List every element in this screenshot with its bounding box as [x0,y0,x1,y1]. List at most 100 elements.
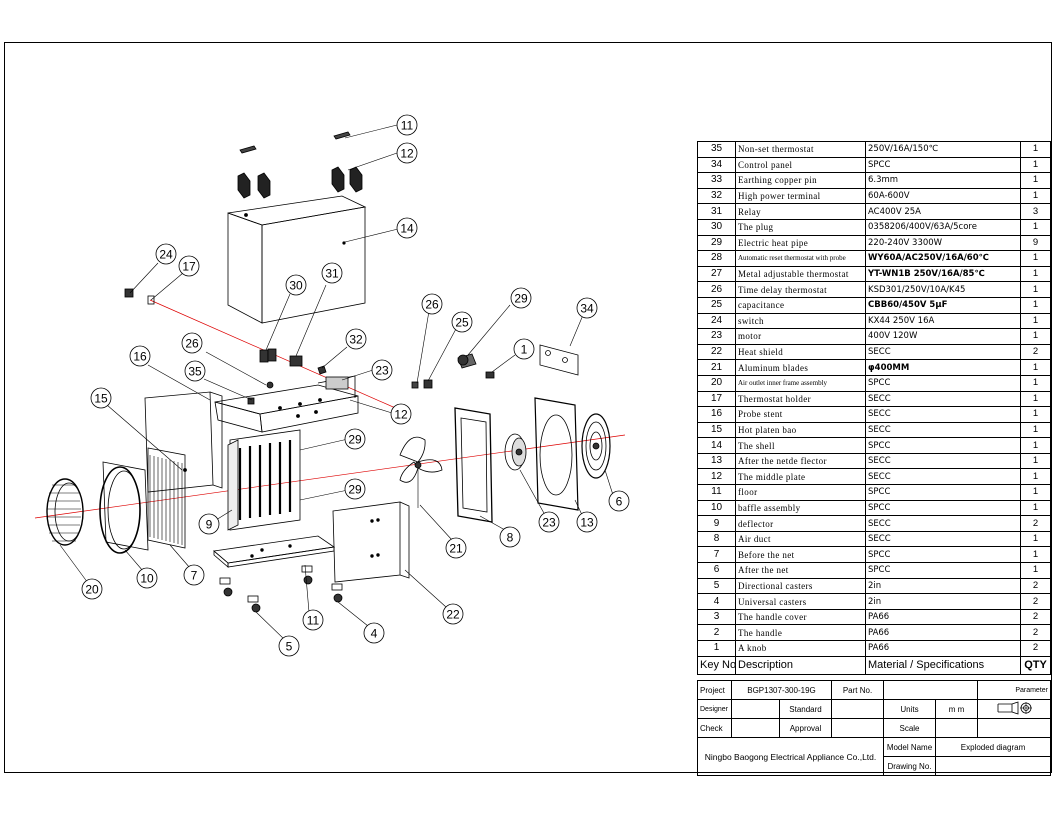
balloon: 11 [396,114,418,136]
svg-text:26: 26 [185,337,199,351]
bom-qty: 1 [1020,374,1051,392]
part-no-value [883,680,978,700]
bom-specification: PA66 [865,608,1021,626]
bom-qty: 1 [1020,484,1051,501]
standard-label: Standard [779,699,832,719]
bom-description: Air outlet inner frame assembly [735,374,866,392]
bom-description: Electric heat pipe [735,234,866,252]
approval-value [831,718,884,738]
svg-text:11: 11 [401,119,414,133]
bom-description: motor [735,328,866,345]
standard-value [831,699,884,719]
part-no-label: Part No. [831,680,884,700]
bom-specification: SECC [865,468,1021,486]
designer-value [731,699,780,719]
plug-part [457,353,477,369]
bom-specification: SPCC [865,156,1021,174]
bom-specification: 220-240V 3300W [865,234,1021,252]
balloon: 23 [538,511,560,533]
bom-specification: KSD301/250V/10A/K45 [865,281,1021,298]
rear-net-part [581,413,611,479]
bom-key-no: 3 [697,608,736,626]
bom-key-no: 23 [697,328,736,345]
svg-text:25: 25 [455,316,469,330]
bom-description: Probe stent [735,406,866,423]
bom-qty: 1 [1020,499,1051,517]
bom-qty: 1 [1020,296,1051,314]
bom-key-no: 14 [697,437,736,454]
floor-part [213,535,336,568]
balloon: 31 [321,262,343,284]
balloon: 21 [445,537,467,559]
bom-header-row: Key No. Description Material / Specifica… [697,655,1051,675]
header-specifications: Material / Specifications [865,655,1021,675]
balloon: 16 [129,345,151,367]
bom-qty: 1 [1020,530,1051,548]
check-label: Check [697,718,732,738]
units-label: Units [883,699,936,719]
relay-part [259,348,327,375]
balloon: 8 [499,526,521,548]
project-value: BGP1307-300-19G [731,680,832,700]
bom-key-no: 30 [697,218,736,236]
bom-key-no: 1 [697,640,736,657]
drawing-frame [4,42,1052,773]
balloon: 26 [421,293,443,315]
exploded-diagram: 11 12 14 24 17 30 31 32 23 26 35 16 15 1… [34,114,630,657]
baffle-part [99,461,149,554]
bom-specification: 60A-600V [865,187,1021,205]
motor-part [504,433,527,471]
header-key-no: Key No. [697,655,736,675]
shell-part [227,195,367,324]
bom-specification: SECC [865,515,1021,532]
svg-text:12: 12 [400,147,414,161]
svg-text:26: 26 [425,298,439,312]
bom-qty: 1 [1020,218,1051,236]
bom-key-no: 15 [697,421,736,439]
bom-description: Time delay thermostat [735,281,866,298]
drawing-no-label: Drawing No. [883,756,936,776]
svg-text:34: 34 [580,302,594,316]
control-panel-part [539,344,579,376]
bom-description: Automatic reset thermostat with probe [735,250,866,267]
svg-text:6: 6 [616,495,623,509]
bom-qty: 1 [1020,421,1051,439]
fan-blade-part [399,436,443,508]
bom-description: High power terminal [735,187,866,205]
bom-specification: AC400V 25A [865,203,1021,220]
bom-qty: 2 [1020,640,1051,657]
svg-text:11: 11 [307,614,320,628]
balloon: 12 [396,142,418,164]
balloon: 11 [302,609,324,631]
designer-label: Designer [697,699,732,719]
bom-qty: 1 [1020,562,1051,579]
bom-key-no: 22 [697,343,736,361]
bom-specification: YT-WN1B 250V/16A/85℃ [865,265,1021,283]
bom-description: Earthing copper pin [735,172,866,189]
bom-key-no: 12 [697,468,736,486]
bom-key-no: 4 [697,593,736,610]
balloon: 29 [510,287,532,309]
bom-description: The handle cover [735,608,866,626]
handle-part [237,131,363,199]
bom-description: The middle plate [735,468,866,486]
svg-text:16: 16 [133,350,147,364]
title-block: Project BGP1307-300-19G Part No. Paramet… [697,680,1051,776]
bom-description: A knob [735,640,866,657]
svg-text:29: 29 [348,433,362,447]
delay-thermostat-part [247,381,274,405]
thermostat-holder-part [124,288,155,305]
bom-key-no: 13 [697,452,736,470]
model-name-label: Model Name [883,737,936,757]
